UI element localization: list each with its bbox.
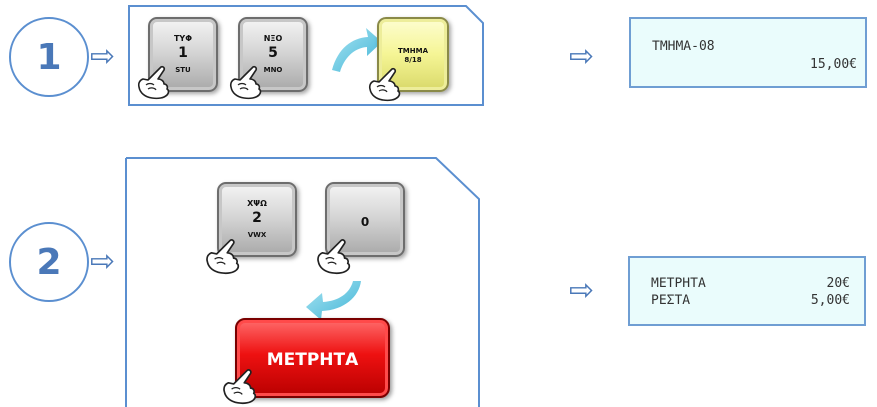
display-line-2-right: 5,00€: [810, 293, 850, 308]
key-main: ΜΕΤΡΗΤΑ: [266, 350, 359, 370]
double-arrow-icon: ⇨: [90, 39, 116, 74]
key-letters-bottom: MNO: [263, 66, 283, 74]
cash-key[interactable]: ΜΕΤΡΗΤΑ: [235, 318, 390, 398]
key-label-top: ΤΜΗΜΑ: [398, 47, 428, 55]
double-arrow-icon: ⇨: [569, 39, 595, 74]
key-letters-top: ΤΥΦ: [173, 34, 193, 43]
key-letters-top: ΧΨΩ: [247, 199, 267, 208]
key-main: 8/18: [404, 56, 422, 64]
key-2-vwx[interactable]: ΧΨΩ 2 VWX: [217, 182, 297, 257]
step-number-1: 1: [9, 17, 89, 97]
key-0[interactable]: 0: [325, 182, 405, 257]
step-number-2: 2: [9, 222, 89, 302]
pointing-hand-icon: [137, 65, 170, 100]
receipt-display-1: ΤΜΗΜΑ-08 15,00€: [629, 17, 867, 88]
display-line-1-right: 20€: [826, 276, 850, 291]
pointing-hand-icon: [229, 65, 262, 100]
pointing-hand-icon: [368, 67, 401, 102]
display-line-2-left: ΡΕΣΤΑ: [651, 293, 691, 308]
receipt-display-2: ΜΕΤΡΗΤΑ 20€ ΡΕΣΤΑ 5,00€: [628, 256, 866, 326]
key-letters-bottom: VWX: [247, 231, 267, 239]
curved-arrow-step2: [306, 281, 361, 320]
pointing-hand-icon: [317, 239, 351, 275]
display-line-1-left: ΜΕΤΡΗΤΑ: [651, 276, 706, 291]
curved-arrow-step1: [332, 28, 382, 72]
double-arrow-icon: ⇨: [90, 244, 116, 279]
key-main: 0: [360, 215, 370, 229]
step2-panel-frame: [126, 157, 480, 407]
key-letters-top: ΝΞΟ: [263, 34, 283, 43]
double-arrow-icon: ⇨: [569, 273, 595, 308]
display-line-1-left: ΤΜΗΜΑ-08: [652, 39, 715, 54]
key-main: 5: [268, 45, 278, 61]
key-letters-bottom: STU: [175, 66, 191, 74]
display-line-2-right: 15,00€: [810, 57, 857, 72]
pointing-hand-icon: [206, 239, 240, 275]
key-main: 2: [252, 210, 262, 226]
key-main: 1: [178, 45, 188, 61]
pointing-hand-icon: [223, 369, 257, 405]
